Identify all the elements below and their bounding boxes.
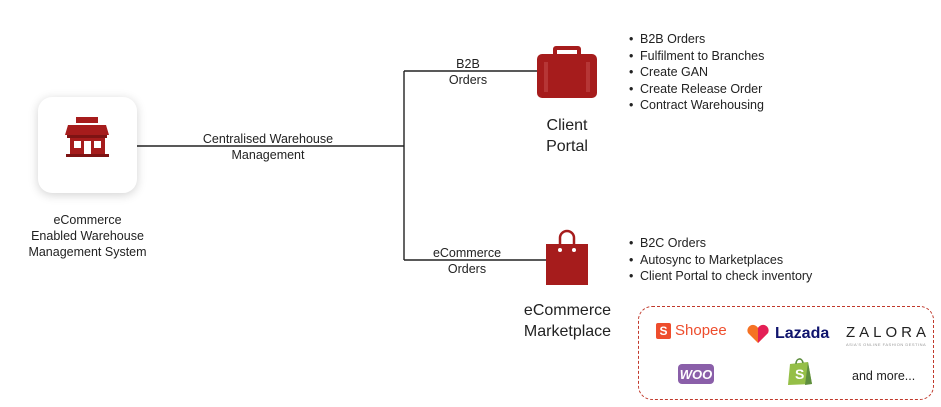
- lazada-logo: Lazada: [746, 324, 829, 344]
- b2b-orders-label: B2B Orders: [428, 56, 508, 88]
- shopify-bag-icon: S: [788, 358, 812, 385]
- client-portal-title-line-1: Client: [546, 117, 588, 134]
- ecommerce-label-line-1: eCommerce: [432, 246, 502, 260]
- main-connector-label: Centralised Warehouse Management: [188, 131, 348, 163]
- b2b-label-line-2: Orders: [448, 73, 488, 87]
- ecommerce-orders-label: eCommerce Orders: [422, 245, 512, 277]
- shopping-bag-icon: [546, 229, 588, 285]
- zalora-tagline: ASIA'S ONLINE FASHION DESTINATION: [846, 342, 926, 347]
- marketplace-features: B2C Orders Autosync to Marketplaces Clie…: [628, 235, 812, 285]
- lazada-heart-icon: [747, 324, 769, 343]
- marketplace-title-line-2: Marketplace: [523, 323, 612, 340]
- feature-item: B2B Orders: [628, 31, 764, 48]
- main-connector-label-line-1: Centralised Warehouse: [202, 132, 334, 146]
- client-portal-title-line-2: Portal: [546, 138, 588, 155]
- warehouse-store-icon: [65, 117, 109, 157]
- wms-label: eCommerce Enabled Warehouse Management S…: [15, 212, 160, 260]
- feature-item: Contract Warehousing: [628, 97, 764, 114]
- shopee-logo: S Shopee: [656, 322, 727, 339]
- lazada-text: Lazada: [775, 325, 830, 342]
- client-portal-title: Client Portal: [527, 115, 607, 157]
- feature-item: Create GAN: [628, 64, 764, 81]
- feature-item: Create Release Order: [628, 81, 764, 98]
- briefcase-icon: [537, 46, 597, 98]
- shopee-text: Shopee: [675, 322, 727, 339]
- ecommerce-label-line-2: Orders: [447, 262, 487, 276]
- wms-label-line-2: Enabled Warehouse: [31, 229, 144, 243]
- and-more-label: and more...: [852, 369, 916, 383]
- wms-card: [38, 97, 137, 193]
- marketplace-title-line-1: eCommerce: [523, 302, 612, 319]
- woocommerce-logo: WOO: [678, 364, 714, 384]
- wms-label-line-3: Management System: [28, 245, 147, 259]
- feature-item: B2C Orders: [628, 235, 812, 252]
- marketplace-logos-box: [638, 306, 934, 400]
- feature-item: Client Portal to check inventory: [628, 268, 812, 285]
- client-portal-features: B2B Orders Fulfilment to Branches Create…: [628, 31, 764, 114]
- svg-text:S: S: [795, 366, 804, 382]
- marketplace-title: eCommerce Marketplace: [510, 300, 625, 342]
- feature-item: Autosync to Marketplaces: [628, 252, 812, 269]
- wms-label-line-1: eCommerce: [53, 213, 122, 227]
- zalora-logo: ZALORA: [846, 324, 931, 341]
- main-connector-label-line-2: Management: [231, 148, 305, 162]
- feature-item: Fulfilment to Branches: [628, 48, 764, 65]
- shopee-bag-icon: S: [656, 322, 671, 339]
- b2b-label-line-1: B2B: [456, 57, 480, 71]
